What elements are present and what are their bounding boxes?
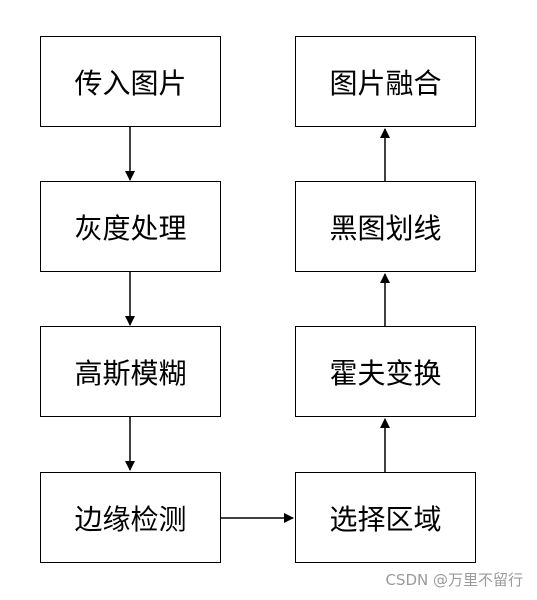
watermark: CSDN @万里不留行 (385, 571, 523, 589)
node-edge-detection: 边缘检测 (40, 472, 221, 563)
node-image-fusion: 图片融合 (295, 36, 476, 127)
node-hough-transform: 霍夫变换 (295, 326, 476, 417)
node-draw-lines: 黑图划线 (295, 181, 476, 272)
node-grayscale: 灰度处理 (40, 181, 221, 272)
node-load-image: 传入图片 (40, 36, 221, 127)
node-region-select: 选择区域 (295, 472, 476, 563)
node-gaussian-blur: 高斯模糊 (40, 326, 221, 417)
